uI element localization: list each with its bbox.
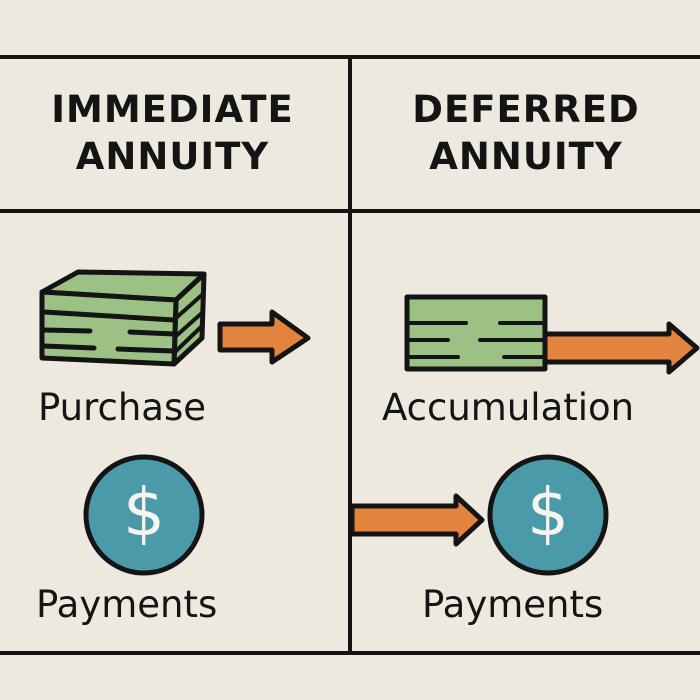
payments-label-deferred: Payments — [422, 583, 604, 626]
heading-line-2: ANNUITY — [75, 135, 270, 178]
dollar-coin-icon — [83, 454, 205, 576]
accumulation-label: Accumulation — [382, 386, 635, 429]
deferred-annuity-heading: DEFERRED ANNUITY — [352, 86, 700, 180]
money-stack-icon — [39, 269, 207, 367]
purchase-label: Purchase — [38, 386, 207, 429]
money-stack-icon — [404, 294, 548, 372]
payments-label-immediate: Payments — [36, 583, 218, 626]
arrow-right-icon — [217, 309, 311, 365]
heading-line-2: ANNUITY — [429, 135, 623, 178]
immediate-annuity-heading: IMMEDIATE ANNUITY — [0, 86, 345, 180]
column-divider — [348, 55, 352, 655]
dollar-coin-icon — [487, 454, 609, 576]
dollar-symbol: $ — [123, 474, 165, 551]
arrow-right-icon — [349, 493, 485, 547]
arrow-right-icon — [542, 321, 700, 375]
heading-line-1: DEFERRED — [412, 88, 640, 131]
dollar-symbol: $ — [527, 474, 569, 551]
heading-line-1: IMMEDIATE — [51, 88, 294, 131]
